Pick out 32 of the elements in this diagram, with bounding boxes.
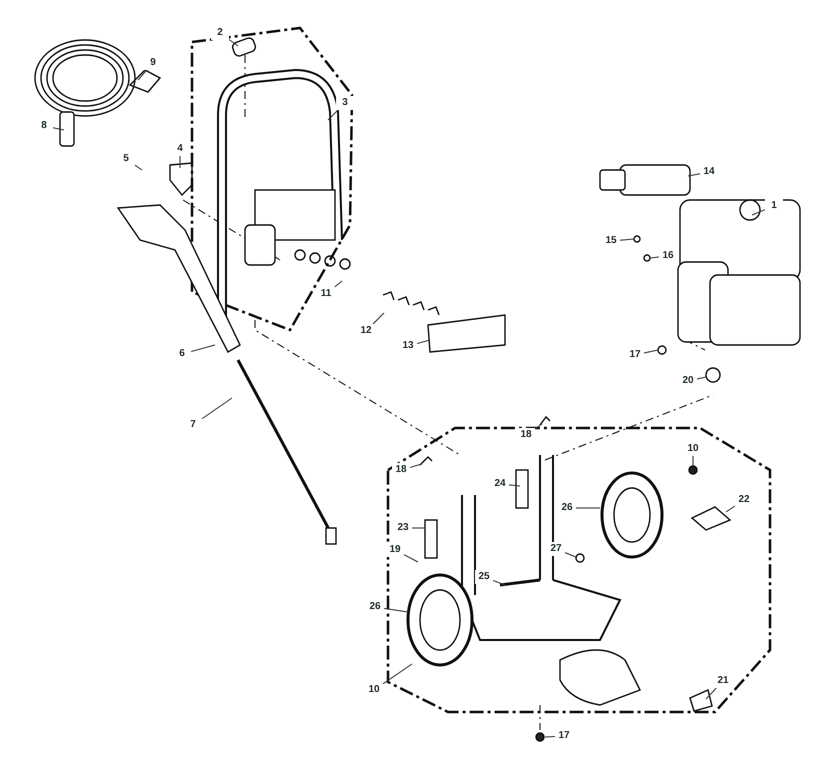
leader-line [384, 608, 408, 612]
leader-line [138, 70, 148, 80]
leader-line [334, 280, 342, 288]
leader-line [228, 39, 238, 46]
leader-line [534, 424, 542, 430]
leader-line [190, 344, 216, 352]
leader-line [644, 350, 658, 354]
leader-line [404, 554, 418, 562]
callout-number: 2 [211, 26, 229, 40]
leader-line [564, 552, 576, 558]
leader-line [372, 312, 384, 324]
leader-line [688, 173, 700, 176]
leader-line [508, 484, 520, 486]
leader-line [696, 376, 706, 380]
callout-number: 3 [336, 96, 354, 110]
leader-line [416, 340, 430, 344]
leader-line [620, 238, 634, 241]
callout-number: 1 [765, 199, 783, 213]
leader-line [544, 736, 556, 738]
leader-line [202, 398, 232, 420]
leader-line [52, 127, 64, 130]
leader-line [328, 110, 338, 120]
leader-line [134, 164, 142, 170]
leader-line [706, 688, 717, 700]
leader-line [650, 256, 660, 258]
leader-line [410, 464, 422, 468]
leader-line [692, 456, 694, 466]
leader-line [726, 506, 736, 512]
leader-line [752, 209, 766, 216]
callout-number: 25 [475, 570, 493, 584]
callout-number: 19 [386, 543, 404, 557]
leader-line [492, 580, 506, 586]
